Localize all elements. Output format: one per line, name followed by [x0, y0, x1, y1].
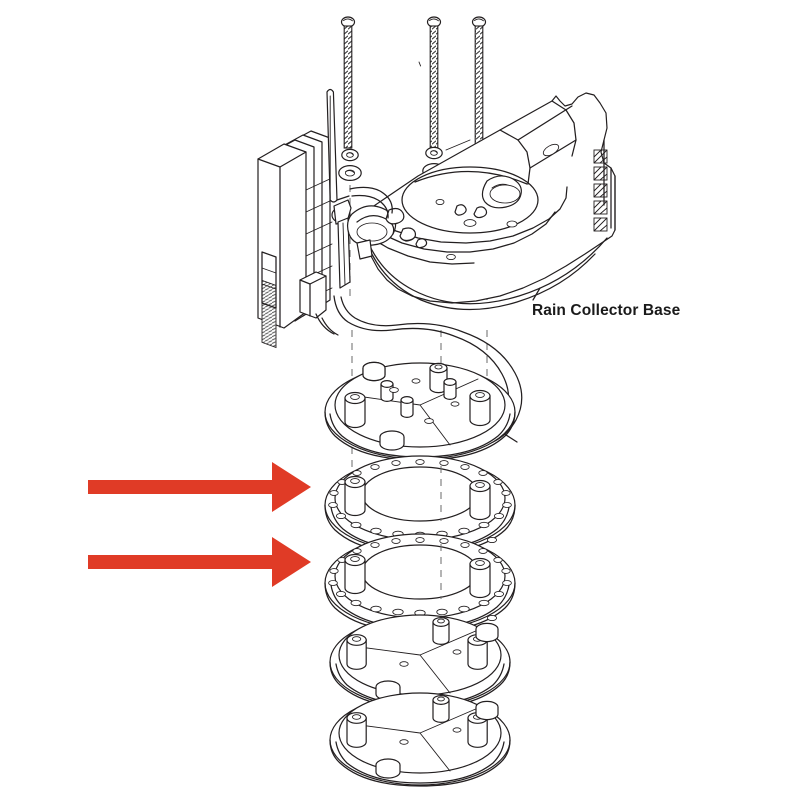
flat-washer-left — [338, 165, 362, 182]
panel-cell-upper — [261, 279, 277, 349]
plate-5-bottom-solid — [329, 692, 511, 787]
antenna-rod — [326, 88, 352, 289]
screw-right — [471, 16, 487, 145]
lower-ring-perforations — [328, 537, 512, 622]
deck-clamp-bracket — [346, 205, 417, 260]
lock-washer-left — [341, 148, 359, 162]
rain-collector-base-housing — [361, 92, 616, 311]
lock-washer-middle — [425, 146, 443, 160]
stray-mark — [418, 61, 422, 67]
arrow-lower — [88, 537, 311, 587]
upper-ring-posts — [344, 475, 491, 521]
plate-1-bosses — [362, 361, 405, 451]
arrow-upper — [88, 462, 311, 512]
screw-middle — [426, 16, 442, 149]
plate-1-top-solid — [324, 361, 516, 461]
solar-panel-shield — [257, 130, 333, 349]
plate-1-posts — [344, 362, 491, 429]
lower-perforated-ring-plate — [324, 533, 516, 633]
plate-4-solid — [329, 614, 511, 709]
screw-left — [340, 16, 356, 149]
upper-perforated-ring-plate — [324, 455, 516, 555]
lower-ring-posts — [344, 553, 491, 599]
rain-collector-base-label: Rain Collector Base — [532, 302, 681, 319]
plate-4-posts — [346, 616, 499, 701]
vent-slots — [593, 149, 608, 232]
plate-5-posts — [346, 694, 499, 779]
